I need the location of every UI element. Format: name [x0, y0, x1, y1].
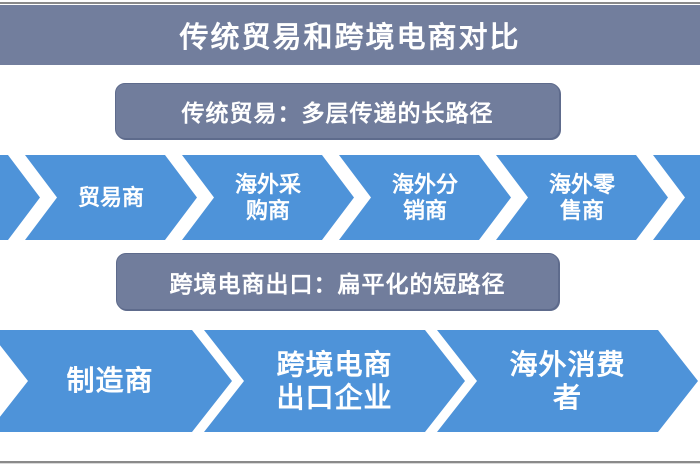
crossborder-ecommerce-flow: 制造商 跨境电商 出口企业 海外消费 者 — [0, 330, 700, 432]
flow-step-label: 贸易商 — [77, 184, 144, 210]
flow-step-label: 海外采 购商 — [234, 171, 301, 223]
flow-step-label: 制造商 — [66, 365, 154, 397]
flow-step-label: 海外分 销商 — [391, 171, 458, 223]
section-header-crossborder-ecommerce-label: 跨境电商出口：扁平化的短路径 — [169, 270, 506, 297]
section-header-traditional-trade-label: 传统贸易：多层传递的长路径 — [181, 100, 494, 126]
flow-step-manufacturer: 制造商 — [0, 330, 232, 432]
top-divider-line — [0, 2, 700, 4]
flow-step-overseas-retailer: 海外零 售商 — [496, 155, 668, 240]
flow-step-overseas-consumer: 海外消费 者 — [437, 330, 698, 432]
flow-step-label: 海外消费 者 — [509, 348, 626, 413]
chevron-partial-left — [0, 155, 40, 240]
flow-step-overseas-distributor: 海外分 销商 — [339, 155, 511, 240]
section-header-traditional-trade: 传统贸易：多层传递的长路径 — [115, 83, 560, 139]
flow-step-crossborder-export-enterprise: 跨境电商 出口企业 — [204, 330, 465, 432]
flow-step-overseas-purchaser: 海外采 购商 — [182, 155, 354, 240]
bottom-divider-line — [0, 461, 700, 464]
flow-step-label: 跨境电商 出口企业 — [276, 348, 393, 413]
section-header-crossborder-ecommerce: 跨境电商出口：扁平化的短路径 — [116, 253, 559, 310]
diagram-title-bar: 传统贸易和跨境电商对比 — [0, 5, 700, 65]
diagram-title: 传统贸易和跨境电商对比 — [179, 22, 521, 54]
flow-step-label: 海外零 售商 — [548, 171, 615, 223]
traditional-trade-flow: 贸易商 海外采 购商 海外分 销商 海外零 售商 — [0, 155, 700, 240]
flow-step-trader: 贸易商 — [25, 155, 197, 240]
